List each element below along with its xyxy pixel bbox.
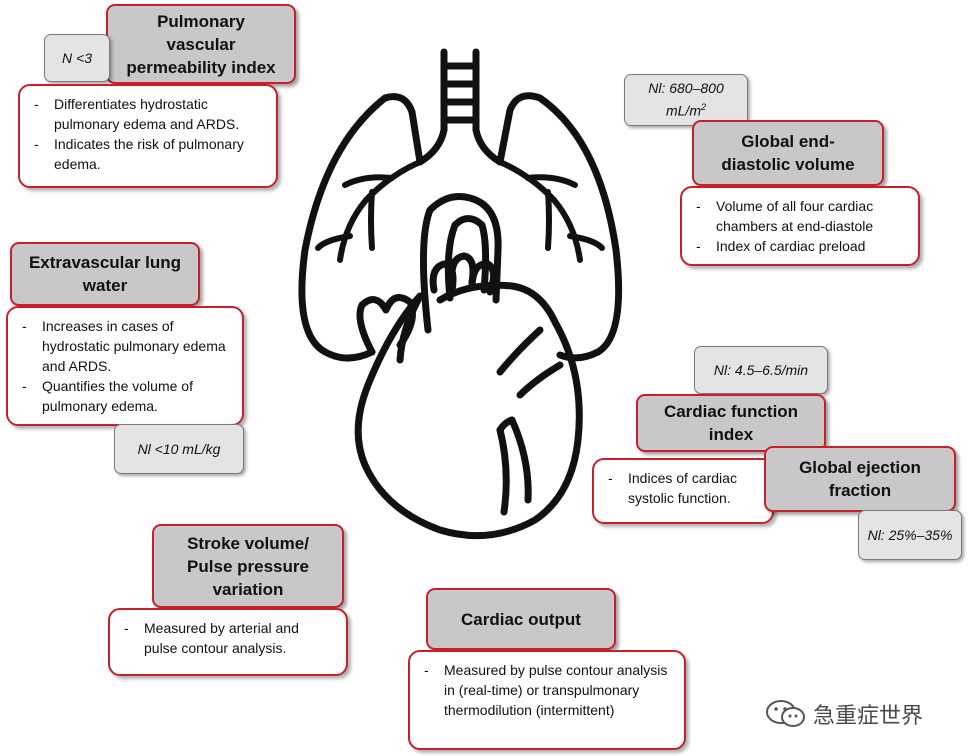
co-description: Measured by pulse contour analysis in (r… [408,650,686,750]
gedv-bullet-2: Index of cardiac preload [696,236,908,256]
left-bronchi-icon [315,159,423,263]
cfi-bullet-1: Indices of cardiac systolic function. [608,468,762,508]
co-title: Cardiac output [426,588,616,650]
evlw-bullet-2: Quantifies the volume of pulmonary edema… [22,376,232,416]
evlw-normal-value: Nl <10 mL/kg [114,424,244,474]
pvpi-description: Differentiates hydrostatic pulmonary ede… [18,84,278,188]
wechat-icon [766,700,805,727]
gef-normal-value: Nl: 25%–35% [858,510,962,560]
co-bullet-1: Measured by pulse contour analysis in (r… [424,660,674,720]
heart-lungs-illustration [298,48,623,540]
watermark-text: 急重症世界 [813,703,924,728]
cfi-normal-value: Nl: 4.5–6.5/min [694,346,828,394]
gedv-bullet-1: Volume of all four cardiac chambers at e… [696,196,908,236]
gedv-title: Global end-diastolic volume [692,120,884,186]
evlw-bullet-1: Increases in cases of hydrostatic pulmon… [22,316,232,376]
svv-description: Measured by arterial and pulse contour a… [108,608,348,676]
right-lung-icon [496,92,623,362]
trachea-icon [416,48,504,166]
aorta-icon [419,193,502,334]
pvpi-bullet-1: Differentiates hydrostatic pulmonary ede… [34,94,266,134]
evlw-description: Increases in cases of hydrostatic pulmon… [6,306,244,426]
heart-icon [354,281,583,540]
svv-bullet-1: Measured by arterial and pulse contour a… [124,618,336,658]
gedv-description: Volume of all four cardiac chambers at e… [680,186,920,266]
cfi-description: Indices of cardiac systolic function. [592,458,774,524]
left-lung-icon [298,93,424,362]
right-bronchi-icon [497,159,605,263]
pvpi-normal-value: N <3 [44,34,110,82]
watermark: 急重症世界 [765,698,923,730]
pvpi-bullet-2: Indicates the risk of pulmonary edema. [34,134,266,174]
